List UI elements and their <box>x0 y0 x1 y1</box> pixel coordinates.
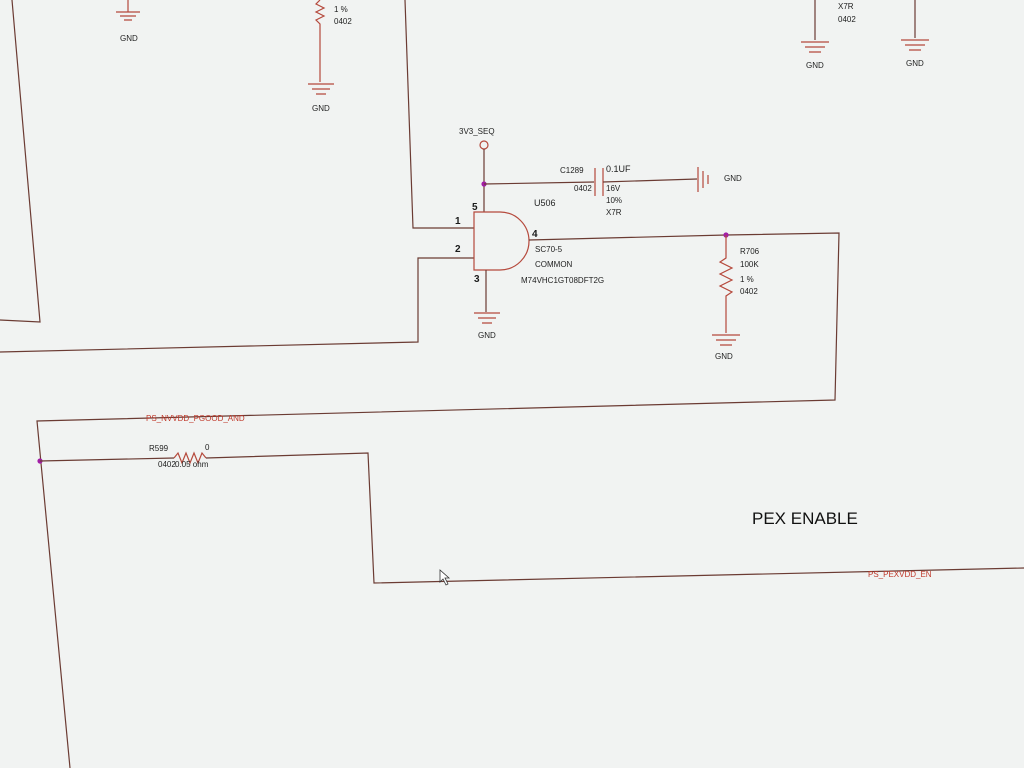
cap-tolerance: 10% <box>606 196 622 205</box>
net-label-pgood: PS_NVVDD_PGOOD_AND <box>146 414 245 423</box>
top-resistor: 1 % 0402 GND <box>308 0 352 113</box>
gate-type: COMMON <box>535 260 573 269</box>
gate-package: SC70-5 <box>535 245 563 254</box>
wire-input-2 <box>0 257 474 353</box>
net-label-pex-en: PS_PEXVDD_EN <box>868 570 932 579</box>
gnd-label: GND <box>806 61 824 70</box>
gnd-label: GND <box>312 104 330 113</box>
r706-ref: R706 <box>740 247 760 256</box>
pin-5: 5 <box>472 202 478 213</box>
gnd-label: GND <box>120 34 138 43</box>
pin-1: 1 <box>455 216 461 227</box>
capacitor-c1289: C1289 0.1UF 0402 16V 10% X7R GND <box>483 164 742 217</box>
cap-value: 0.1UF <box>606 164 631 174</box>
top-resistor-tolerance: 1 % <box>334 5 348 14</box>
resistor-r599: R599 0 0402 0.05 ohm <box>37 443 1024 584</box>
r706-value: 100K <box>740 260 759 269</box>
gnd-label: GND <box>906 59 924 68</box>
cap-dielectric: X7R <box>606 208 622 217</box>
power-port-3v3-seq: 3V3_SEQ <box>459 127 495 212</box>
gate-part: M74VHC1GT08DFT2G <box>521 276 604 285</box>
cap-ref: C1289 <box>560 166 584 175</box>
cap-package: 0402 <box>574 184 592 193</box>
pin-2: 2 <box>455 244 461 255</box>
wire-left-vertical-top <box>404 0 474 229</box>
resistor-r706: R706 100K 1 % 0402 GND <box>712 235 760 361</box>
r599-package: 0402 <box>158 460 176 469</box>
gate-ref: U506 <box>534 198 556 208</box>
pin-4: 4 <box>532 229 538 240</box>
r599-rating: 0.05 ohm <box>175 460 209 469</box>
top-resistor-package: 0402 <box>334 17 352 26</box>
r706-tolerance: 1 % <box>740 275 754 284</box>
cap-voltage: 16V <box>606 184 621 193</box>
gnd-label: GND <box>724 174 742 183</box>
wire-gate-output <box>36 232 840 768</box>
left-block-outline <box>0 0 41 323</box>
top-right-cap-package: 0402 <box>838 15 856 24</box>
sheet-title: PEX ENABLE <box>752 509 858 528</box>
and-gate-u506: U506 1 2 3 4 5 SC70-5 COMMON M74VHC1GT08… <box>455 198 604 340</box>
top-right-capacitor: GND X7R 0402 GND <box>801 0 929 70</box>
r706-package: 0402 <box>740 287 758 296</box>
power-label: 3V3_SEQ <box>459 127 495 136</box>
mouse-cursor-icon <box>439 569 451 586</box>
r599-ref: R599 <box>149 444 169 453</box>
gnd-label: GND <box>715 352 733 361</box>
gnd-symbol-top-left: GND <box>116 0 140 43</box>
r599-value: 0 <box>205 443 210 452</box>
top-right-cap-dielectric: X7R <box>838 2 854 11</box>
pin-3: 3 <box>474 274 480 285</box>
gnd-label: GND <box>478 331 496 340</box>
